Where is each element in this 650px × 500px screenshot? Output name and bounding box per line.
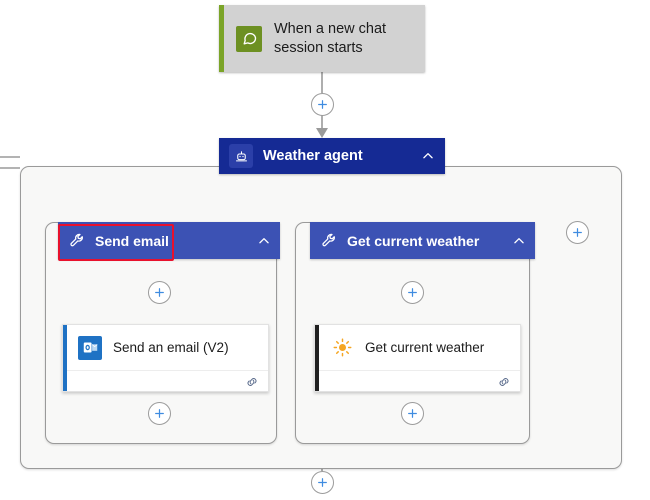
teams-chat-icon: [236, 25, 262, 52]
action-card-send-an-email[interactable]: Send an email (V2): [62, 324, 269, 392]
chevron-up-icon[interactable]: [512, 234, 526, 248]
trigger-accent-bar: [219, 5, 224, 72]
action-card-get-current-weather[interactable]: Get current weather: [314, 324, 521, 392]
tool-header-send-email[interactable]: Send email: [58, 222, 280, 259]
link-icon[interactable]: [497, 375, 511, 387]
add-step-left-branch-bottom-button[interactable]: [148, 402, 171, 425]
add-step-right-branch-top-button[interactable]: [401, 281, 424, 304]
action-accent-bar: [63, 325, 67, 391]
wrench-icon: [69, 232, 86, 249]
add-step-after-trigger-button[interactable]: [311, 93, 334, 116]
action-title: Get current weather: [365, 340, 485, 355]
link-icon[interactable]: [245, 375, 259, 387]
agent-label: Weather agent: [263, 148, 363, 164]
tool-label-get-current-weather: Get current weather: [347, 232, 480, 249]
tool-header-get-current-weather[interactable]: Get current weather: [310, 222, 535, 259]
agent-node-weather-agent[interactable]: Weather agent: [219, 138, 445, 174]
wrench-icon: [321, 232, 338, 249]
chevron-up-icon[interactable]: [421, 149, 435, 163]
add-tool-button[interactable]: [566, 221, 589, 244]
outlook-icon: [78, 335, 102, 360]
action-accent-bar: [315, 325, 319, 391]
agent-robot-icon: [229, 144, 253, 168]
add-step-right-branch-bottom-button[interactable]: [401, 402, 424, 425]
tool-label-send-email: Send email: [95, 232, 169, 249]
action-title: Send an email (V2): [113, 340, 229, 355]
trigger-card[interactable]: When a new chat session starts: [219, 5, 425, 72]
sun-icon: [330, 336, 354, 360]
add-step-left-branch-top-button[interactable]: [148, 281, 171, 304]
chevron-up-icon[interactable]: [257, 234, 271, 248]
trigger-label: When a new chat session starts: [274, 20, 387, 56]
add-step-after-agent-button[interactable]: [311, 471, 334, 494]
